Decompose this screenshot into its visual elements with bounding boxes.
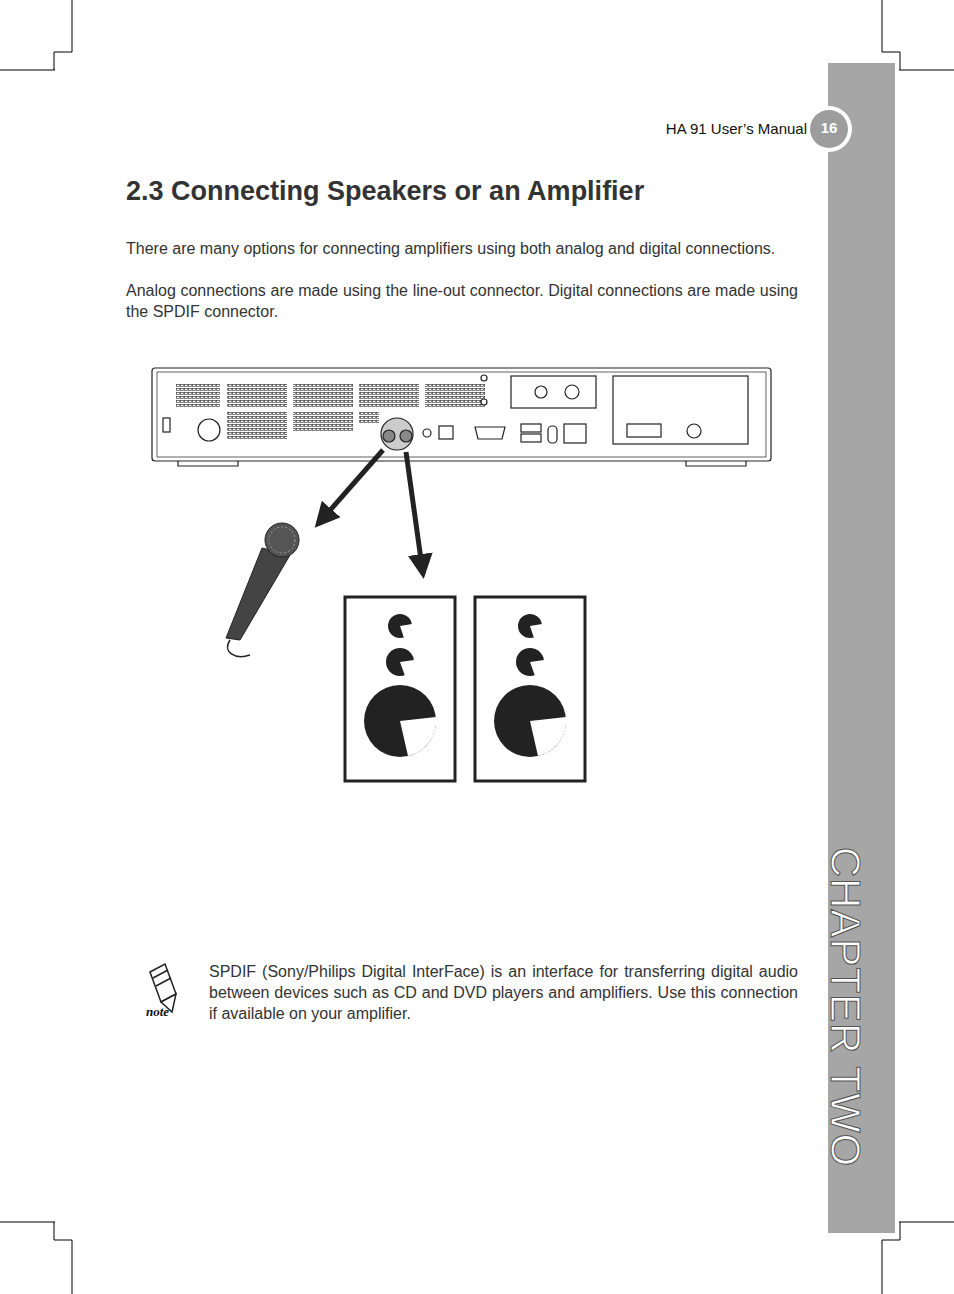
page-badge — [810, 110, 848, 148]
note-text: SPDIF (Sony/Philips Digital InterFace) i… — [209, 961, 798, 1024]
body-paragraph: Analog connections are made using the li… — [126, 280, 798, 322]
section-title: 2.3 Connecting Speakers or an Amplifier — [126, 176, 644, 207]
body-paragraph: There are many options for connecting am… — [126, 238, 798, 259]
page-number: 16 — [810, 119, 848, 136]
page-badge-ring — [806, 106, 852, 152]
microphone — [226, 523, 299, 657]
device-rear — [152, 368, 771, 466]
cable-arrows — [318, 450, 423, 574]
chapter-label: CHAPTER TWO — [821, 847, 869, 1168]
running-header: HA 91 User’s Manual — [600, 120, 807, 137]
speakers — [345, 597, 585, 781]
note-icon-label: note — [146, 1004, 169, 1020]
